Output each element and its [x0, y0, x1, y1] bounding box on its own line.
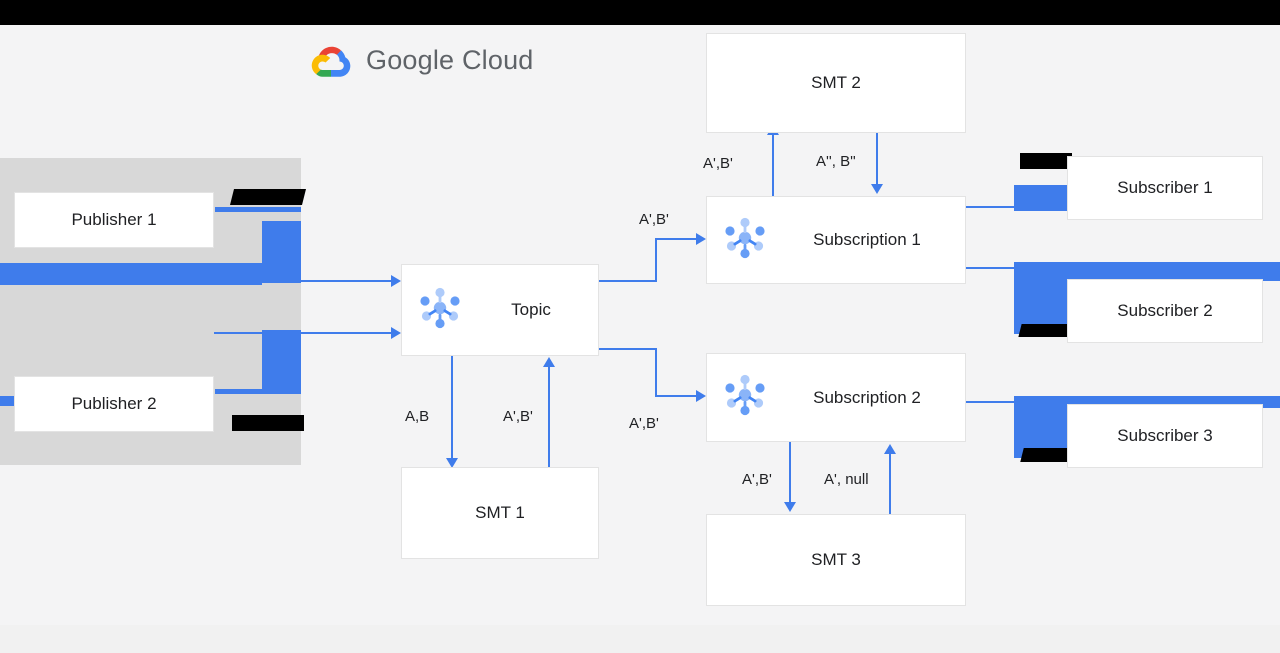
highlight-block-right-5 [1014, 396, 1068, 458]
edge-topic-to-sub1-seg1 [599, 280, 657, 282]
redaction-bar-subscriber-1 [1020, 153, 1072, 169]
arrowhead-publisher1-to-topic [391, 275, 401, 287]
logo-word-google: Google [366, 44, 455, 75]
edge-label-topic-to-subscription1: A',B' [639, 211, 669, 228]
edge-label-subscription1-to-smt2: A',B' [703, 155, 733, 172]
node-publisher-1[interactable]: Publisher 1 [14, 192, 214, 248]
edge-smt3-to-sub2 [889, 452, 891, 514]
logo-word-cloud: Cloud [461, 44, 534, 75]
highlight-block-left-1 [262, 221, 301, 283]
node-subscription-2-label: Subscription 2 [813, 387, 921, 407]
edge-smt2-to-sub1 [876, 132, 878, 187]
arrowhead-topic-to-sub2 [696, 390, 706, 402]
redaction-bar-publisher-2 [232, 415, 304, 431]
highlight-block-left-3 [262, 330, 301, 392]
redaction-bar-publisher-1 [230, 189, 306, 205]
edge-sub2-to-smt3 [789, 442, 791, 504]
edge-sub1-to-subscriber2 [966, 267, 1066, 269]
pubsub-icon [721, 371, 769, 424]
edge-label-smt3-to-subscription2: A', null [824, 471, 869, 488]
highlight-block-left-4 [0, 396, 16, 406]
node-subscriber-1[interactable]: Subscriber 1 [1067, 156, 1263, 220]
node-subscriber-3[interactable]: Subscriber 3 [1067, 404, 1263, 468]
highlight-line-left-2 [215, 389, 301, 394]
logo-wordmark: Google Cloud [366, 45, 534, 76]
node-smt-2-label: SMT 2 [811, 73, 861, 92]
arrowhead-smt2-to-sub1 [871, 184, 883, 194]
node-smt-1[interactable]: SMT 1 [401, 467, 599, 559]
edge-topic-to-sub1-seg2 [655, 239, 657, 282]
edge-publisher2-to-topic [214, 332, 392, 334]
edge-smt1-to-topic [548, 365, 550, 470]
edge-label-topic-to-smt1: A,B [405, 408, 430, 425]
node-subscriber-2[interactable]: Subscriber 2 [1067, 279, 1263, 343]
node-topic-label: Topic [511, 300, 551, 319]
arrowhead-smt1-to-topic [543, 357, 555, 367]
edge-topic-to-sub2-seg1 [599, 348, 657, 350]
google-cloud-logo: Google Cloud [310, 42, 534, 78]
edge-sub1-to-subscriber1 [966, 206, 1066, 208]
top-black-bar [0, 0, 1280, 25]
node-subscription-2[interactable]: Subscription 2 [706, 353, 966, 442]
pubsub-icon [721, 214, 769, 267]
node-smt-2[interactable]: SMT 2 [706, 33, 966, 133]
node-subscriber-3-label: Subscriber 3 [1117, 426, 1213, 445]
arrowhead-topic-to-smt1 [446, 458, 458, 468]
node-subscriber-2-label: Subscriber 2 [1117, 301, 1213, 320]
highlight-line-left-1 [215, 207, 301, 212]
edge-topic-to-sub2-seg2 [655, 348, 657, 396]
edge-label-smt2-to-subscription1: A'', B'' [816, 153, 856, 170]
edge-topic-to-sub1-seg3 [655, 238, 697, 240]
bottom-strip [0, 625, 1280, 653]
edge-sub1-to-smt2 [772, 133, 774, 197]
arrowhead-sub2-to-smt3 [784, 502, 796, 512]
edge-publisher1-to-topic [214, 280, 392, 282]
node-publisher-1-label: Publisher 1 [71, 210, 157, 229]
left-upper-background [0, 25, 301, 158]
edge-label-smt1-to-topic: A',B' [503, 408, 533, 425]
node-smt-3[interactable]: SMT 3 [706, 514, 966, 606]
google-cloud-logo-icon [311, 46, 351, 77]
redaction-bar-subscriber-2 [1018, 324, 1074, 337]
node-publisher-2[interactable]: Publisher 2 [14, 376, 214, 432]
arrowhead-publisher2-to-topic [391, 327, 401, 339]
left-lower-background [0, 465, 301, 625]
highlight-block-left-2 [0, 263, 262, 285]
node-subscription-1[interactable]: Subscription 1 [706, 196, 966, 284]
node-smt-3-label: SMT 3 [811, 550, 861, 569]
edge-sub2-to-subscriber3 [966, 401, 1066, 403]
highlight-block-right-3 [1014, 262, 1068, 334]
node-publisher-2-label: Publisher 2 [71, 394, 157, 413]
edge-label-topic-to-subscription2: A',B' [629, 415, 659, 432]
arrowhead-smt3-to-sub2 [884, 444, 896, 454]
node-topic[interactable]: Topic [401, 264, 599, 356]
edge-topic-to-smt1 [451, 355, 453, 460]
node-subscription-1-label: Subscription 1 [813, 230, 921, 249]
highlight-block-right-2 [1014, 262, 1280, 281]
node-subscriber-1-label: Subscriber 1 [1117, 178, 1213, 197]
node-smt-1-label: SMT 1 [475, 503, 525, 522]
edge-topic-to-sub2-seg3 [655, 395, 697, 397]
arrowhead-topic-to-sub1 [696, 233, 706, 245]
edge-label-subscription2-to-smt3: A',B' [742, 471, 772, 488]
pubsub-icon [416, 284, 464, 337]
